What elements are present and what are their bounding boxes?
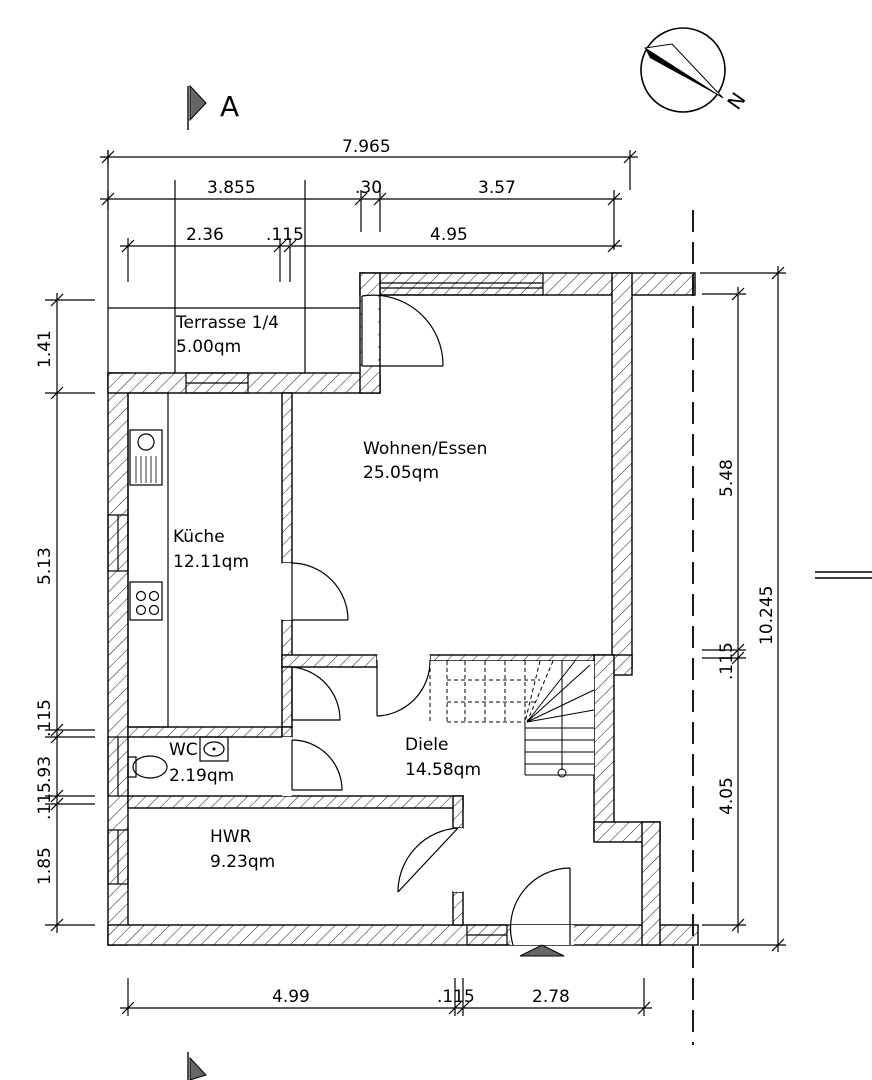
- wall-living-hall: [281, 654, 378, 668]
- section-arrow-icon: [189, 84, 207, 122]
- kitchen-fixtures: [127, 392, 169, 728]
- dim-right-0: 5.48: [717, 459, 737, 497]
- wall-hwr-east: [452, 795, 464, 829]
- dim-bottom-0: 4.99: [272, 987, 310, 1007]
- windows: [107, 272, 544, 946]
- room-hwr-area: 9.23qm: [210, 852, 275, 872]
- dim-left-1: 5.13: [35, 547, 55, 585]
- door-kitchen-living: [291, 562, 349, 621]
- entrance-arrow-icon: [519, 944, 565, 957]
- kitchen-counter: [127, 392, 169, 728]
- dim-left-2: .115: [35, 699, 55, 737]
- room-labels: Terrasse 1/4 5.00qm Wohnen/Essen 25.05qm…: [169, 313, 487, 872]
- dim-top-row2-2: 3.57: [478, 178, 516, 198]
- dim-bottom-2: 2.78: [532, 987, 570, 1007]
- door-wc: [291, 739, 343, 791]
- room-diele-area: 14.58qm: [405, 760, 481, 780]
- dim-top-row2-1: .30: [355, 178, 382, 198]
- wall-kitchen-hall: [281, 666, 293, 728]
- dim-top-row3-0: 2.36: [186, 225, 224, 245]
- dim-top-overall: 7.965: [342, 137, 391, 157]
- door-front: [509, 867, 571, 946]
- walls: [107, 272, 699, 946]
- room-wc-area: 2.19qm: [169, 766, 234, 786]
- dim-bottom-1: .115: [437, 987, 475, 1007]
- wall-south: [107, 924, 699, 946]
- door-kitchen: [291, 666, 341, 721]
- dim-left-3: .93: [35, 756, 55, 783]
- wall-kitchen-living: [281, 392, 293, 564]
- north-label: N: [722, 88, 750, 114]
- dim-right-1: .115: [717, 642, 737, 680]
- dim-top-row3-2: 4.95: [430, 225, 468, 245]
- wall-east-bay: [641, 821, 661, 946]
- dimensions-top: 7.965 3.855 .30 3.57 2.36 .115 4.95: [100, 137, 638, 282]
- wall-hwr-east-lower: [452, 891, 464, 926]
- room-kueche-name: Küche: [173, 527, 225, 547]
- wc-fixtures: [127, 736, 229, 779]
- wall-kitchen-wc: [127, 726, 283, 738]
- section-marker-top: A: [187, 84, 239, 130]
- dim-right-overall: 10.245: [757, 586, 777, 645]
- dimensions-right: 5.48 .115 4.05 10.245: [700, 266, 786, 952]
- dim-left-4: .115: [35, 782, 55, 820]
- wall-east-upper: [611, 272, 633, 669]
- room-wohnen-area: 25.05qm: [363, 463, 439, 483]
- dim-top-row3-1: .115: [266, 225, 304, 245]
- dim-left-5: 1.85: [35, 847, 55, 885]
- terrace: [107, 150, 360, 373]
- room-terrasse-name: Terrasse 1/4: [175, 313, 279, 333]
- toilet-icon: [132, 755, 168, 779]
- door-hwr: [397, 827, 459, 893]
- dim-top-row2-0: 3.855: [207, 178, 256, 198]
- room-hwr-name: HWR: [210, 827, 252, 847]
- dimensions-bottom: 4.99 .115 2.78: [120, 978, 652, 1016]
- stove-icon: [129, 581, 163, 621]
- room-terrasse-area: 5.00qm: [176, 337, 241, 357]
- washbasin-icon: [199, 736, 229, 762]
- section-label: A: [220, 90, 239, 123]
- window-living-north: [379, 272, 544, 296]
- room-wc-name: WC: [169, 740, 198, 760]
- stairs: [429, 660, 595, 778]
- sink-icon: [129, 429, 163, 486]
- room-wohnen-name: Wohnen/Essen: [363, 439, 487, 459]
- wall-stairs: [429, 654, 595, 662]
- room-diele-name: Diele: [405, 735, 448, 755]
- wall-east-lower: [593, 654, 615, 841]
- dim-right-2: 4.05: [717, 777, 737, 815]
- room-kueche-area: 12.11qm: [173, 552, 249, 572]
- wall-wc-hall: [281, 726, 293, 738]
- wall-wc-hwr: [127, 795, 464, 809]
- door-terrace: [361, 294, 444, 367]
- section-arrow-bottom-icon: [189, 1056, 207, 1080]
- door-living-hall: [376, 659, 431, 717]
- north-arrow-icon: N: [640, 27, 751, 114]
- dimensions-left: 1.41 5.13 .115 .93 .115 1.85: [35, 293, 95, 933]
- doors: [282, 294, 574, 946]
- dim-left-0: 1.41: [35, 330, 55, 368]
- wall-north-living: [359, 272, 696, 296]
- section-marker-bottom: [187, 1052, 207, 1080]
